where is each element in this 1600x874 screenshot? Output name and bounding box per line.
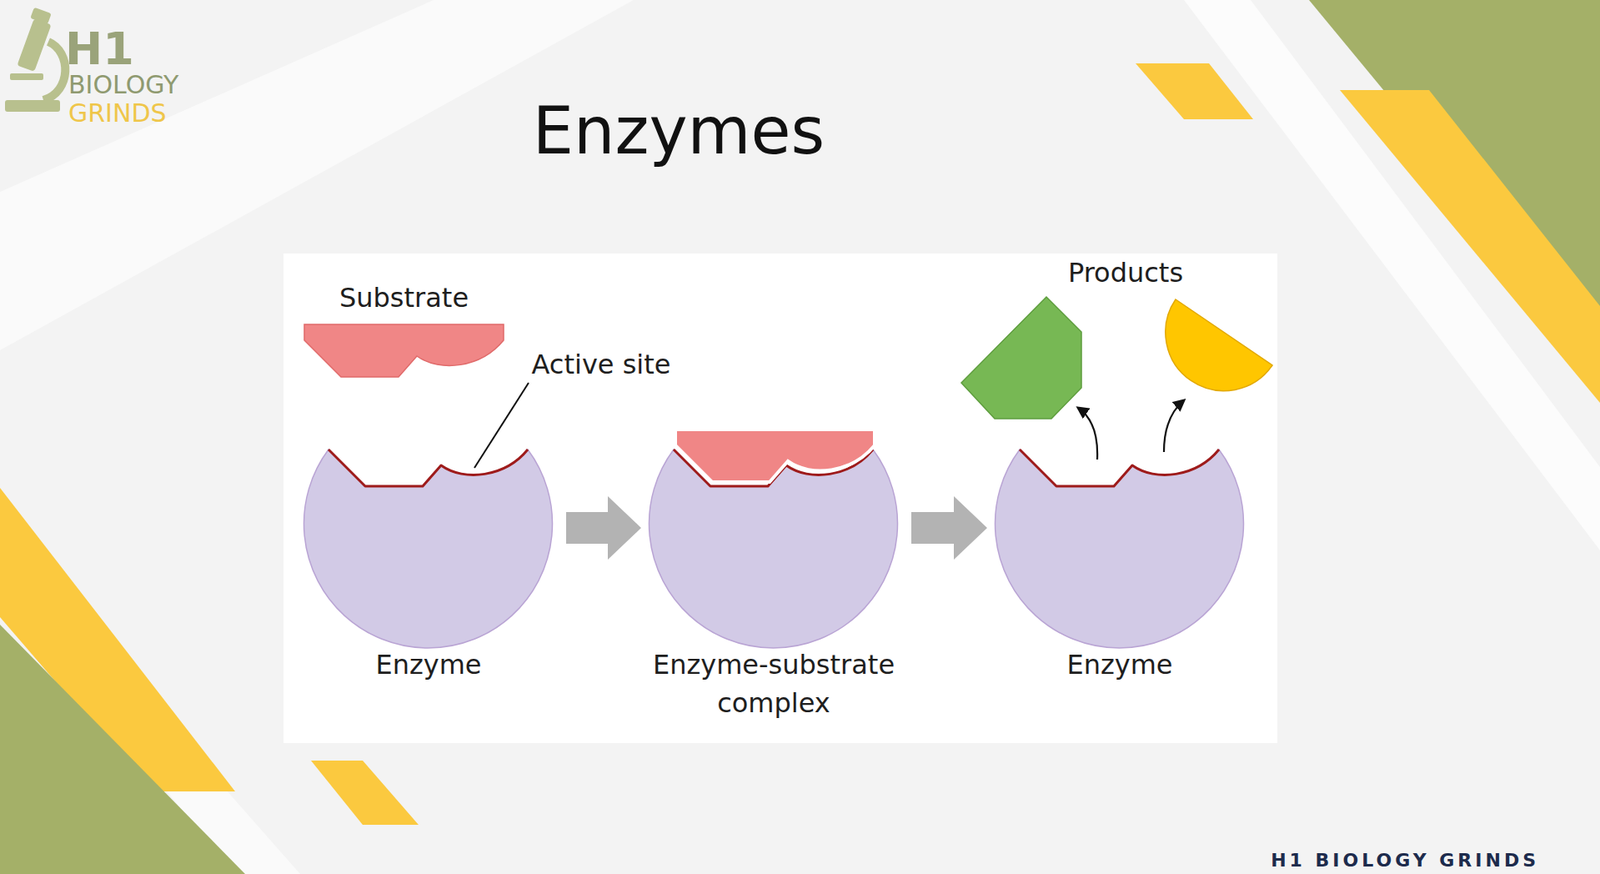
product-shape <box>961 296 1082 419</box>
enzyme-node: Enzyme <box>995 398 1244 648</box>
product-shape <box>1165 299 1273 392</box>
logo-text: H1 <box>65 22 135 76</box>
node-outline <box>995 398 1244 648</box>
yellow-band <box>1339 90 1600 403</box>
yellow-tab <box>1135 63 1254 120</box>
active-site-line <box>328 449 528 487</box>
node-label: Substrate <box>287 278 521 317</box>
node-label: Enzyme <box>970 645 1269 684</box>
logo-text: BIOLOGY <box>68 70 179 100</box>
bound-substrate-shape <box>675 429 875 482</box>
node-shape <box>304 324 504 377</box>
substrate-node: Substrate <box>304 324 504 377</box>
green-corner <box>0 624 246 874</box>
process-arrow <box>566 496 642 560</box>
microscope-icon <box>5 7 66 112</box>
node-shape <box>995 449 1244 648</box>
node-outline <box>304 324 504 377</box>
node-outline <box>649 398 898 648</box>
leader-line <box>474 382 529 468</box>
node-outline <box>304 398 553 648</box>
enzyme-shape <box>995 449 1244 648</box>
part-label: Products <box>1068 256 1184 289</box>
microscope-tube <box>16 18 51 72</box>
substrate-shape <box>304 324 504 377</box>
node-shape <box>649 429 898 648</box>
logo-text: GRINDS <box>68 98 167 128</box>
diagram-title: Enzymes <box>532 93 825 169</box>
enzyme-node: Enzyme <box>304 398 553 648</box>
microscope-base <box>5 100 61 112</box>
microscope-arm <box>43 41 66 101</box>
microscope-stage <box>10 73 44 81</box>
release-arrow <box>1078 407 1098 460</box>
watermark: H1 BIOLOGY GRINDS <box>1270 849 1540 871</box>
release-arrow <box>1163 400 1184 452</box>
process-arrow <box>911 496 988 560</box>
node-label: Enzyme <box>279 645 578 684</box>
node-label: Enzyme-substrate complex <box>624 645 923 723</box>
part-label: Active site <box>531 348 672 381</box>
complex-node: Enzyme-substrate complex <box>649 398 898 648</box>
node-shape <box>304 449 553 648</box>
yellow-tab <box>310 760 419 825</box>
active-site-line <box>1019 449 1219 487</box>
enzyme-shape <box>304 449 553 648</box>
